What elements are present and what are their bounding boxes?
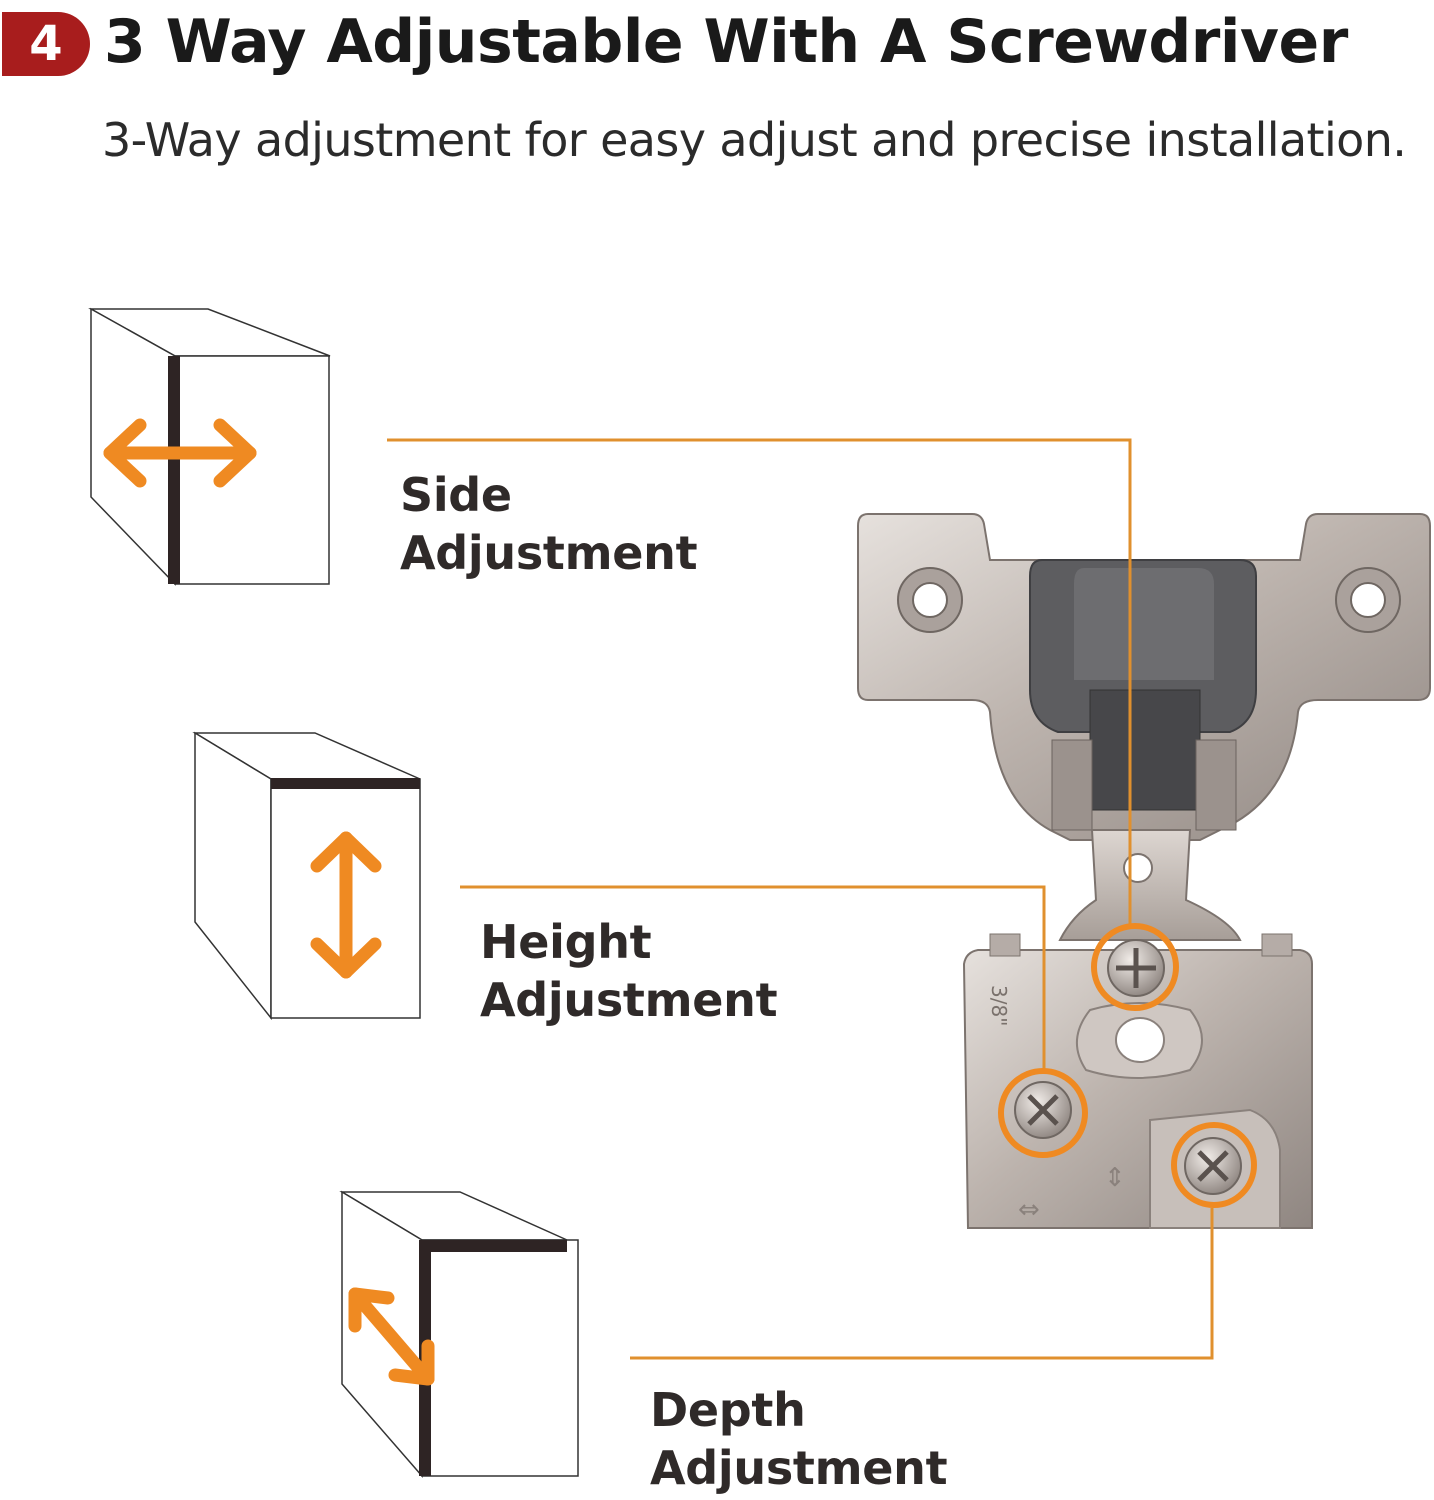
side-adjustment-label-line2: Adjustment [400, 526, 698, 580]
leader-lines [387, 438, 1214, 1360]
page-subtitle: 3-Way adjustment for easy adjust and pre… [102, 113, 1407, 167]
side-adjustment-screw-icon [1107, 939, 1165, 997]
depth-adjustment-label: Depth Adjustment [650, 1381, 948, 1497]
hinge-size-marking: 3/8" [987, 985, 1011, 1026]
hinge-horizontal-arrow-marking: ⇔ [1018, 1195, 1040, 1225]
side-arrow-icon [103, 418, 257, 488]
side-adjustment-cube-icon [88, 307, 331, 586]
side-screw-ring [1091, 923, 1179, 1011]
depth-adjustment-label-line2: Adjustment [650, 1441, 948, 1495]
depth-arrow-icon [348, 1287, 435, 1386]
depth-screw-ring [1171, 1122, 1257, 1208]
height-adjustment-label: Height Adjustment [480, 913, 778, 1029]
height-adjustment-screw-icon [1014, 1081, 1072, 1139]
height-leader-line [460, 885, 1046, 1070]
height-adjustment-label-line2: Adjustment [480, 973, 778, 1027]
depth-adjustment-label-line1: Depth [650, 1383, 806, 1437]
concealed-hinge-image: 3/8" ⇕ ⇔ [857, 513, 1431, 1229]
height-screw-ring [998, 1068, 1088, 1158]
depth-leader-line [630, 1208, 1214, 1360]
page-title: 3 Way Adjustable With A Screwdriver [104, 7, 1348, 77]
depth-adjustment-screw-icon [1184, 1137, 1242, 1195]
height-adjustment-label-line1: Height [480, 915, 652, 969]
height-arrow-icon [310, 831, 382, 979]
side-adjustment-label: Side Adjustment [400, 466, 698, 582]
depth-adjustment-cube-icon [339, 1190, 579, 1479]
height-adjustment-cube-icon [192, 731, 421, 1021]
side-leader-line [387, 438, 1132, 928]
side-adjustment-label-line1: Side [400, 468, 512, 522]
screw-highlight-rings [998, 923, 1257, 1208]
hinge-vertical-arrow-marking: ⇕ [1104, 1163, 1126, 1193]
step-number-badge: 4 [2, 12, 90, 76]
